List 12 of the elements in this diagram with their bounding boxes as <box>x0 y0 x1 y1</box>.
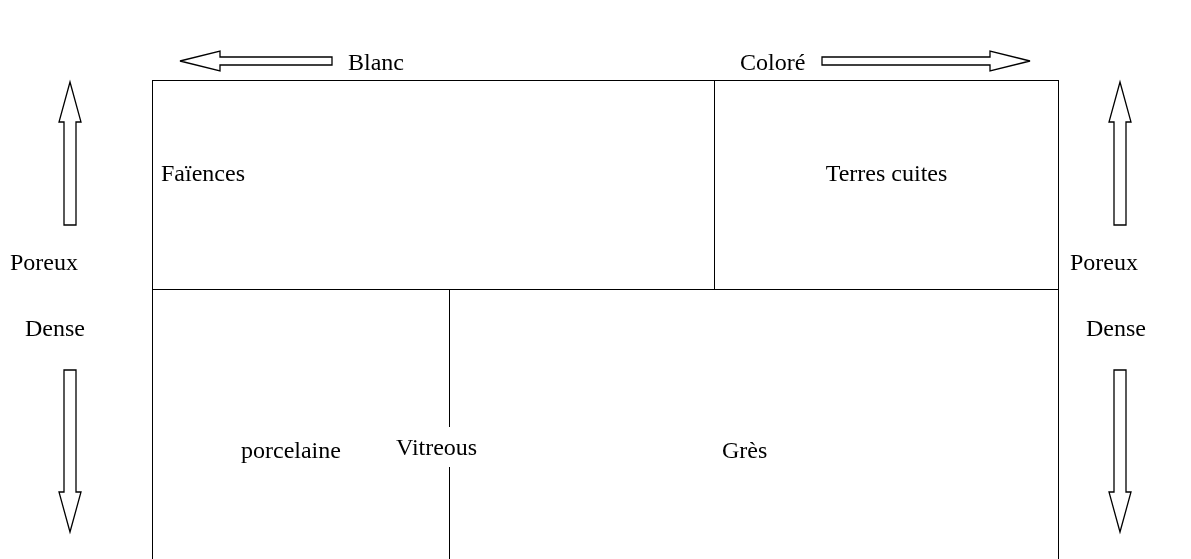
category-label: Faïences <box>161 161 245 185</box>
category-label: porcelaine <box>241 438 341 462</box>
category-label: Grès <box>722 438 768 462</box>
category-region <box>152 80 715 290</box>
axis-label: Poreux <box>1070 250 1138 274</box>
axis-label: Blanc <box>348 50 404 74</box>
axis-label: Coloré <box>740 50 806 74</box>
axis-label: Dense <box>1086 316 1146 340</box>
category-label: Terres cuites <box>824 161 949 185</box>
category-region <box>714 80 1059 290</box>
axis-label: Dense <box>25 316 85 340</box>
axis-label: Poreux <box>10 250 78 274</box>
